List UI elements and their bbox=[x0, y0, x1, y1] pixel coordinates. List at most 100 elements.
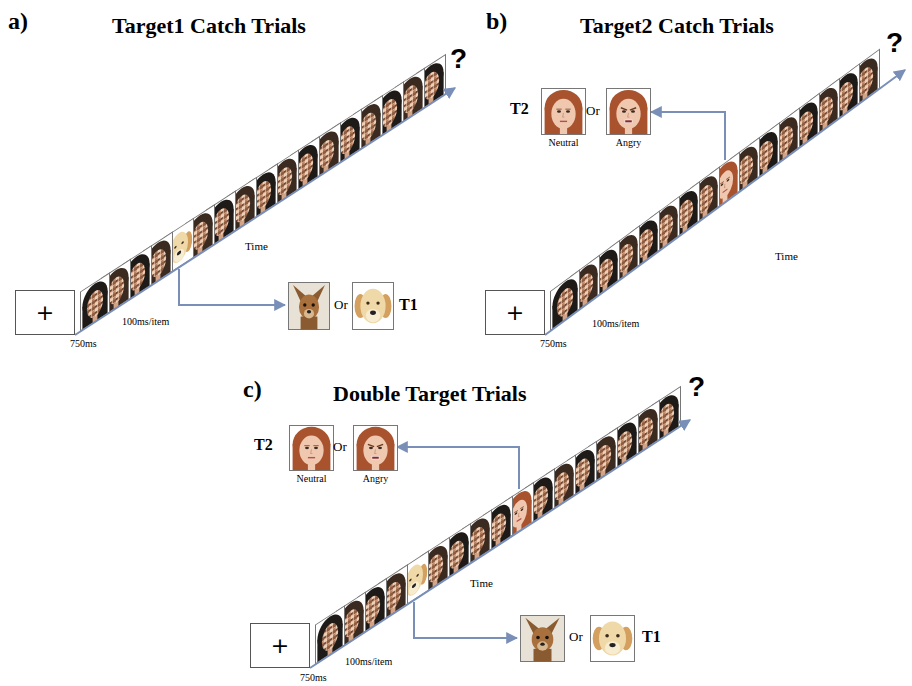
brow bbox=[368, 444, 374, 446]
rsvp-stream bbox=[81, 55, 446, 331]
time-axis bbox=[75, 88, 455, 335]
face bbox=[574, 454, 590, 490]
axis-label: Time bbox=[775, 250, 798, 262]
face bbox=[423, 68, 439, 104]
face bbox=[87, 286, 103, 322]
dog-muzzle bbox=[605, 641, 620, 654]
dog-photo bbox=[521, 616, 565, 662]
mouth bbox=[517, 518, 522, 521]
face-photo bbox=[353, 425, 398, 471]
panel-letter: b) bbox=[486, 8, 507, 34]
face bbox=[469, 523, 485, 559]
dog-head bbox=[532, 627, 554, 651]
brow bbox=[726, 177, 730, 180]
dog-body bbox=[301, 317, 318, 330]
face bbox=[297, 149, 313, 185]
face bbox=[553, 468, 569, 504]
dog-eye bbox=[366, 301, 369, 304]
target-label: T2 bbox=[254, 436, 273, 454]
face-caption: Neutral bbox=[283, 473, 340, 485]
nose bbox=[628, 113, 630, 117]
or-label: Or bbox=[586, 104, 600, 118]
fixation-cross: + bbox=[271, 633, 289, 658]
face bbox=[343, 605, 359, 641]
dog-head bbox=[299, 294, 319, 319]
nose bbox=[724, 183, 725, 187]
face bbox=[276, 163, 292, 199]
dog-eye bbox=[605, 634, 609, 638]
dog-nose bbox=[370, 311, 376, 315]
dog-eye bbox=[174, 245, 176, 249]
brow bbox=[377, 444, 383, 446]
face bbox=[299, 436, 323, 465]
face bbox=[532, 482, 548, 518]
dog-photo bbox=[353, 283, 394, 330]
photo-frame bbox=[591, 616, 635, 662]
target-face: Angry bbox=[347, 425, 404, 485]
brow bbox=[556, 109, 561, 110]
face bbox=[322, 619, 338, 655]
photo-frame bbox=[354, 426, 398, 471]
rate-label: 100ms/item bbox=[345, 656, 392, 667]
brow bbox=[621, 108, 627, 110]
face bbox=[234, 190, 250, 226]
fixation-duration: 750ms bbox=[300, 672, 327, 683]
fixation-box: + bbox=[250, 623, 310, 668]
fixation-duration: 750ms bbox=[540, 338, 567, 349]
dog-nose bbox=[412, 583, 416, 589]
face-caption: Neutral bbox=[535, 137, 592, 149]
leader-line bbox=[651, 112, 725, 160]
face bbox=[427, 550, 443, 586]
mouth bbox=[308, 457, 315, 458]
axis-label: Time bbox=[470, 577, 493, 589]
face bbox=[551, 99, 575, 129]
fixation-cross: + bbox=[506, 300, 524, 325]
face bbox=[363, 436, 387, 465]
mouth bbox=[372, 456, 379, 459]
face bbox=[318, 136, 334, 172]
face bbox=[490, 509, 506, 545]
nose bbox=[563, 113, 565, 117]
panel-title: Target2 Catch Trials bbox=[580, 14, 774, 38]
photo-frame bbox=[607, 89, 651, 135]
dog-nose bbox=[540, 642, 545, 645]
face bbox=[381, 95, 397, 131]
photo-frame bbox=[290, 426, 334, 471]
photo-frame bbox=[542, 89, 586, 135]
dog-photo bbox=[591, 616, 635, 662]
or-label: Or bbox=[569, 630, 583, 644]
dog-nose bbox=[609, 643, 615, 647]
face bbox=[129, 259, 145, 295]
eye bbox=[305, 447, 309, 449]
dog-muzzle bbox=[304, 309, 314, 319]
panel-title: Double Target Trials bbox=[333, 382, 527, 406]
dog-eye bbox=[376, 301, 379, 304]
face bbox=[637, 413, 653, 449]
mouth bbox=[723, 189, 728, 193]
photo-frame bbox=[353, 283, 394, 330]
leader-line bbox=[397, 447, 519, 489]
brow bbox=[313, 445, 318, 446]
brow bbox=[630, 108, 636, 110]
face-caption: Angry bbox=[347, 473, 404, 485]
face bbox=[360, 108, 376, 144]
face bbox=[255, 177, 271, 213]
dog-photo bbox=[289, 283, 330, 330]
target-label: T1 bbox=[399, 296, 418, 314]
rate-label: 100ms/item bbox=[122, 316, 169, 327]
panel-letter: c) bbox=[243, 376, 262, 402]
panel-letter: a) bbox=[8, 8, 28, 34]
face bbox=[364, 591, 380, 627]
or-label: Or bbox=[334, 298, 348, 312]
photo-frame bbox=[521, 616, 565, 662]
dog-eye bbox=[536, 636, 540, 640]
rsvp-stream bbox=[316, 387, 681, 664]
fixation-duration: 750ms bbox=[70, 338, 97, 349]
dog-eye bbox=[616, 634, 620, 638]
face-photo bbox=[289, 425, 334, 471]
target-face: Neutral bbox=[283, 425, 340, 485]
dog-eye bbox=[303, 303, 306, 306]
eye bbox=[557, 110, 561, 112]
mouth bbox=[560, 121, 567, 122]
nose bbox=[375, 449, 377, 453]
